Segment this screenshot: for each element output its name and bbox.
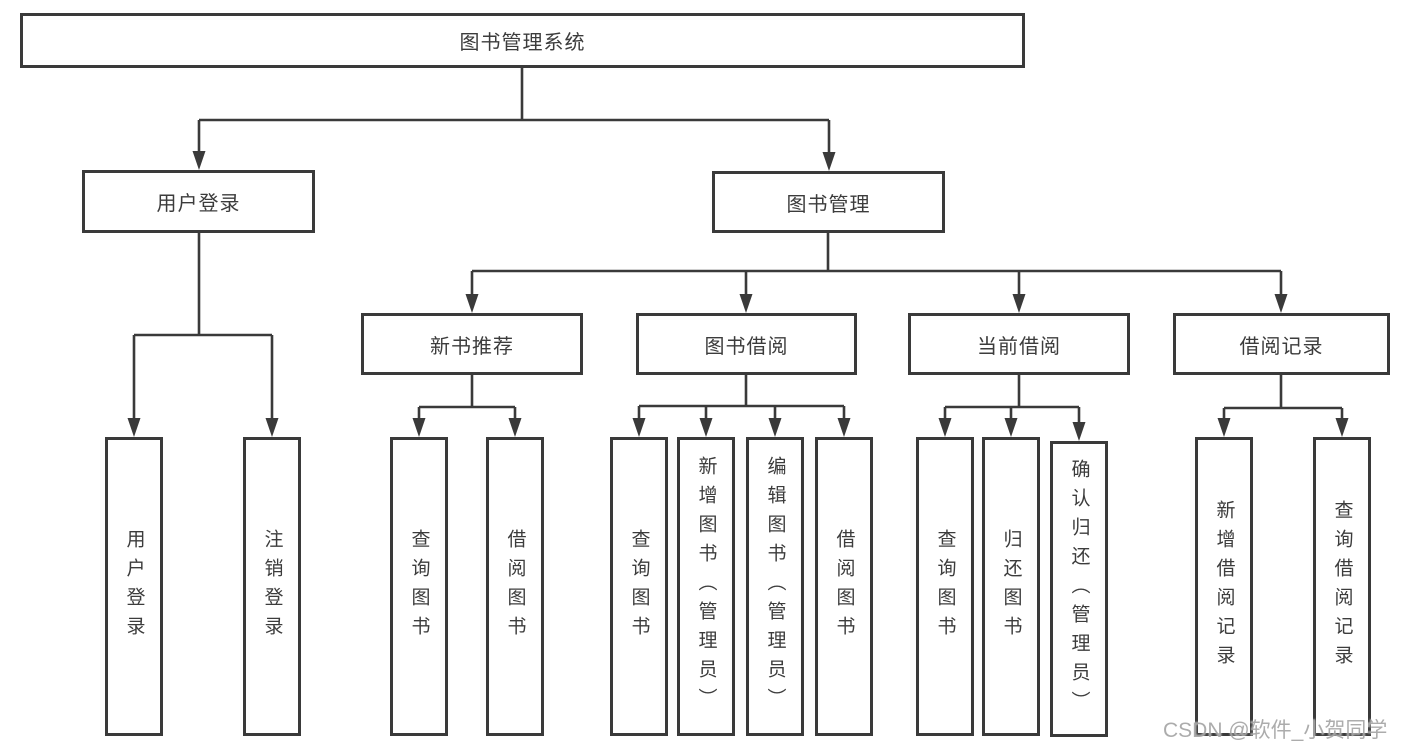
node-book-management: 图书管理 <box>712 171 945 233</box>
node-borrowing-records: 借阅记录 <box>1173 313 1390 375</box>
node-current-borrowing: 当前借阅 <box>908 313 1130 375</box>
leaf-label: 借阅图书 <box>833 528 855 645</box>
leaf-label: 借阅图书 <box>504 528 526 645</box>
leaf-borrow-books: 借阅图书 <box>815 437 873 736</box>
node-label: 图书借阅 <box>704 335 789 358</box>
node-label: 当前借阅 <box>977 335 1061 358</box>
leaf-confirm-return-admin: 确认归还（管理员） <box>1050 441 1108 737</box>
watermark: CSDN @软件_小贺同学 <box>1163 719 1388 742</box>
leaf-label: 新增借阅记录 <box>1213 499 1235 674</box>
node-new-book-recommendation: 新书推荐 <box>361 313 583 375</box>
node-label: 借阅记录 <box>1239 335 1324 358</box>
leaf-label: 注销登录 <box>261 528 283 645</box>
leaf-label: 查询图书 <box>408 528 430 645</box>
node-label: 新书推荐 <box>430 335 514 358</box>
leaf-edit-books-admin: 编辑图书（管理员） <box>746 437 804 736</box>
leaf-add-borrow-record: 新增借阅记录 <box>1195 437 1253 736</box>
leaf-label: 查询图书 <box>934 528 956 645</box>
leaf-logout: 注销登录 <box>243 437 301 736</box>
leaf-label: 确认归还（管理员） <box>1068 458 1090 720</box>
node-user-login: 用户登录 <box>82 170 315 233</box>
leaf-borrow-books: 借阅图书 <box>486 437 544 736</box>
leaf-add-books-admin: 新增图书（管理员） <box>677 437 735 736</box>
leaf-return-books: 归还图书 <box>982 437 1040 736</box>
leaf-label: 查询借阅记录 <box>1331 499 1353 674</box>
leaf-label: 用户登录 <box>123 528 145 645</box>
node-label: 图书管理系统 <box>459 32 586 54</box>
leaf-user-login: 用户登录 <box>105 437 163 736</box>
node-label: 图书管理 <box>786 193 871 216</box>
node-library-management-system: 图书管理系统 <box>20 13 1025 68</box>
node-label: 用户登录 <box>156 193 241 215</box>
leaf-query-books: 查询图书 <box>916 437 974 736</box>
node-book-borrowing: 图书借阅 <box>636 313 857 375</box>
connector-path <box>132 68 1344 427</box>
leaf-label: 新增图书（管理员） <box>695 456 717 717</box>
leaf-query-books: 查询图书 <box>390 437 448 736</box>
leaf-label: 查询图书 <box>628 528 650 645</box>
leaf-query-books: 查询图书 <box>610 437 668 736</box>
leaf-label: 归还图书 <box>1000 528 1022 645</box>
leaf-query-borrow-record: 查询借阅记录 <box>1313 437 1371 736</box>
leaf-label: 编辑图书（管理员） <box>764 456 786 717</box>
